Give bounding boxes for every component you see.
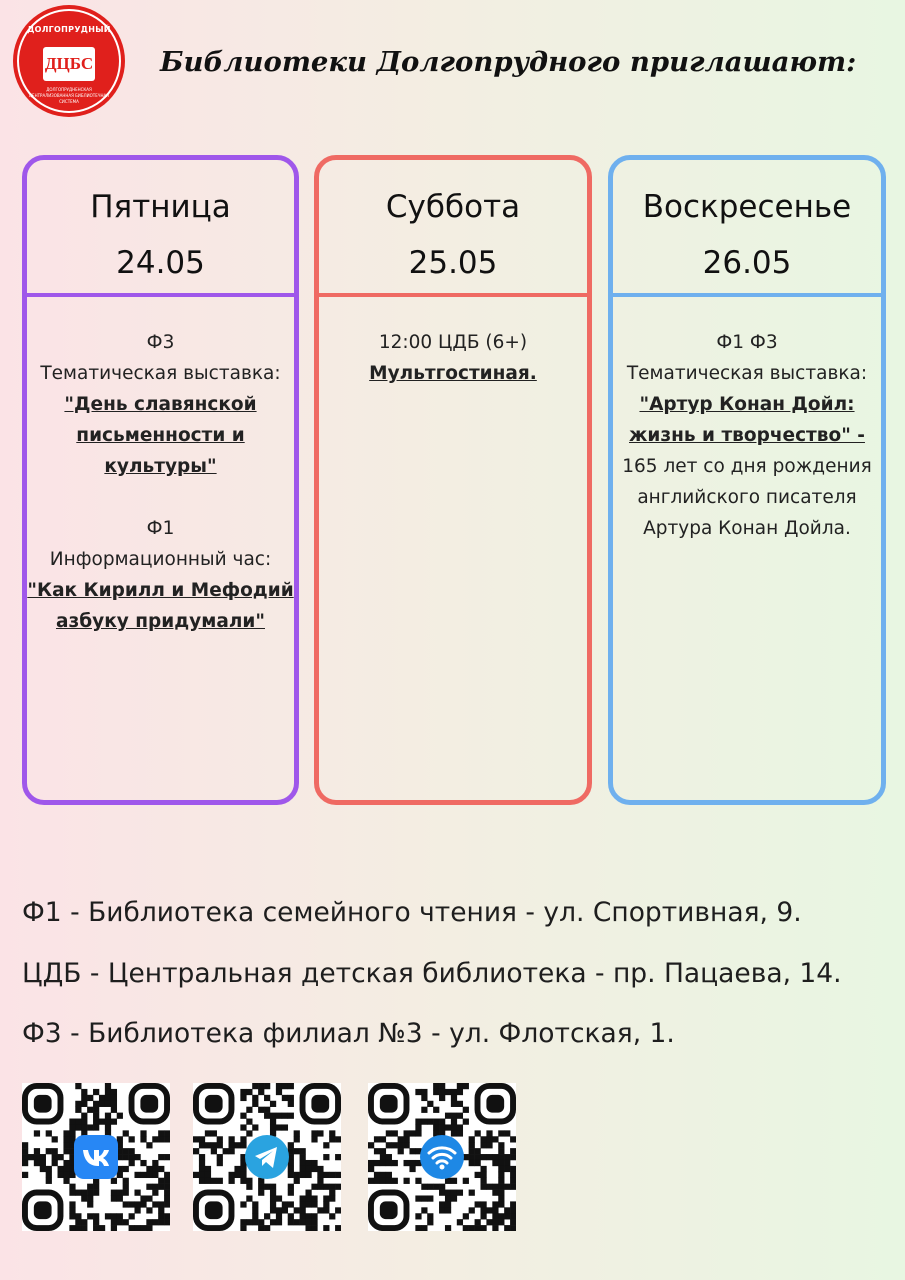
event-branch: Ф1 Ф3 bbox=[716, 332, 778, 353]
card-body: 12:00 ЦДБ (6+) Мультгостиная. bbox=[319, 297, 587, 389]
card-saturday: Суббота 25.05 12:00 ЦДБ (6+) Мультгостин… bbox=[314, 155, 592, 805]
qr-pattern bbox=[368, 1083, 516, 1231]
card-date: 24.05 bbox=[116, 245, 205, 281]
qr-code-wifi[interactable] bbox=[368, 1083, 516, 1231]
event-type: Тематическая выставка: bbox=[626, 363, 868, 384]
event-type: Тематическая выставка: bbox=[40, 363, 281, 384]
vk-icon bbox=[74, 1135, 118, 1179]
event-branch: Ф3 bbox=[146, 332, 175, 353]
qr-pattern bbox=[22, 1083, 170, 1231]
card-header: Пятница 24.05 bbox=[27, 160, 294, 297]
event-description: Артура Конан Дойла. bbox=[643, 518, 851, 539]
event-title-line2[interactable]: азбуку придумали" bbox=[55, 611, 265, 632]
legend-f1: Ф1 - Библиотека семейного чтения - ул. С… bbox=[22, 897, 802, 928]
event-time-place: 12:00 ЦДБ (6+) bbox=[378, 332, 528, 353]
card-header: Суббота 25.05 bbox=[319, 160, 587, 297]
event-description: английского писателя bbox=[637, 487, 857, 508]
event-title-line1[interactable]: "Артур Конан Дойл: bbox=[639, 394, 855, 415]
logo-main-text: ДЦБС bbox=[43, 47, 95, 81]
event-title-line1[interactable]: "День славянской bbox=[64, 394, 257, 415]
legend-cdb: ЦДБ - Центральная детская библиотека - п… bbox=[22, 958, 842, 989]
event-type: Информационный час: bbox=[49, 549, 272, 570]
card-day: Суббота bbox=[385, 189, 521, 225]
wifi-icon bbox=[420, 1135, 464, 1179]
logo-bottom-text: ДОЛГОПРУДНЕНСКАЯ ЦЕНТРАЛИЗОВАННАЯ БИБЛИО… bbox=[28, 87, 110, 104]
logo-ring bbox=[17, 9, 121, 113]
telegram-icon bbox=[245, 1135, 289, 1179]
card-sunday: Воскресенье 26.05 Ф1 Ф3 Тематическая выс… bbox=[608, 155, 886, 805]
card-date: 25.05 bbox=[408, 245, 498, 281]
event-title-line2[interactable]: письменности и культуры" bbox=[76, 425, 245, 477]
card-day: Пятница bbox=[90, 189, 231, 225]
card-body: Ф1 Ф3 Тематическая выставка: "Артур Кона… bbox=[613, 297, 881, 544]
qr-pattern bbox=[193, 1083, 341, 1231]
qr-code-telegram[interactable] bbox=[193, 1083, 341, 1231]
library-logo: ДОЛГОПРУДНЫЙ ДЦБС ДОЛГОПРУДНЕНСКАЯ ЦЕНТР… bbox=[13, 5, 125, 117]
event-description: 165 лет со дня рождения bbox=[622, 456, 872, 477]
card-day: Воскресенье bbox=[642, 189, 852, 225]
legend-f3: Ф3 - Библиотека филиал №3 - ул. Флотская… bbox=[22, 1018, 675, 1049]
card-friday: Пятница 24.05 Ф3 Тематическая выставка: … bbox=[22, 155, 299, 805]
card-body: Ф3 Тематическая выставка: "День славянск… bbox=[27, 297, 294, 637]
event-title[interactable]: Мультгостиная. bbox=[369, 363, 537, 384]
logo-top-text: ДОЛГОПРУДНЫЙ bbox=[27, 25, 111, 34]
event-title-line2[interactable]: жизнь и творчество" - bbox=[629, 425, 865, 446]
event-branch: Ф1 bbox=[146, 518, 175, 539]
card-date: 26.05 bbox=[702, 245, 792, 281]
card-header: Воскресенье 26.05 bbox=[613, 160, 881, 297]
qr-code-vk[interactable] bbox=[22, 1083, 170, 1231]
event-title-line1[interactable]: "Как Кирилл и Мефодий bbox=[27, 580, 294, 601]
page-title: Библиотеки Долгопрудного приглашают: bbox=[160, 46, 857, 78]
